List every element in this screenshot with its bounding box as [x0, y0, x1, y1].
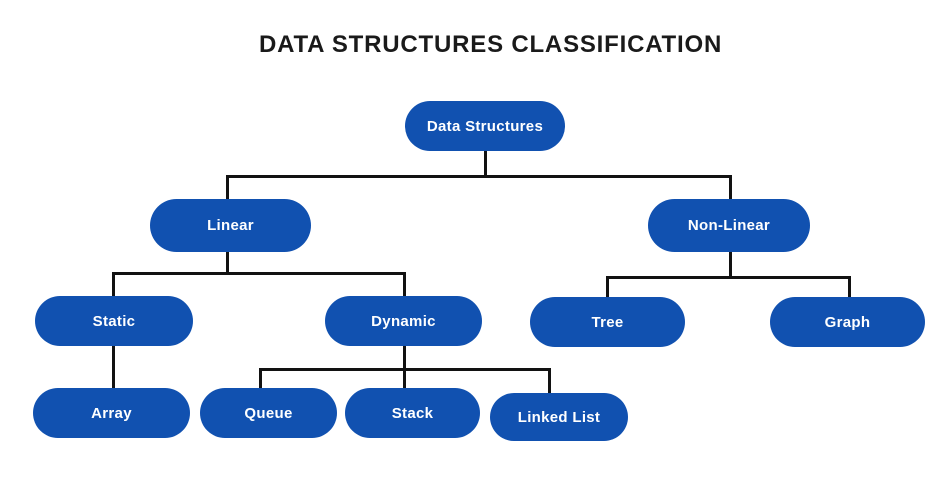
connector-static-to-array: [112, 346, 115, 390]
node-linear: Linear: [150, 199, 311, 252]
node-data-structures: Data Structures: [405, 101, 565, 151]
node-dynamic: Dynamic: [325, 296, 482, 346]
connector-nonlinear-stub: [729, 251, 732, 279]
node-tree: Tree: [530, 297, 685, 347]
connector-level1-bar: [226, 175, 732, 178]
node-array: Array: [33, 388, 190, 438]
node-queue: Queue: [200, 388, 337, 438]
connector-stack-drop: [403, 368, 406, 391]
node-graph: Graph: [770, 297, 925, 347]
connector-nonlinear-drop: [729, 175, 732, 201]
connector-static-drop: [112, 272, 115, 298]
connector-dynamic-stub: [403, 346, 406, 371]
connector-linear-children-bar: [112, 272, 406, 275]
connector-queue-drop: [259, 368, 262, 391]
connector-dynamic-drop: [403, 272, 406, 298]
diagram-title: DATA STRUCTURES CLASSIFICATION: [259, 31, 723, 58]
node-non-linear: Non-Linear: [648, 199, 810, 252]
node-static: Static: [35, 296, 193, 346]
connector-root-stub: [484, 151, 487, 178]
connector-linear-drop: [226, 175, 229, 201]
node-stack: Stack: [345, 388, 480, 438]
connector-tree-drop: [606, 276, 609, 300]
connector-linear-stub: [226, 251, 229, 275]
node-linked-list: Linked List: [490, 393, 628, 441]
connector-nonlinear-children-bar: [606, 276, 851, 279]
connector-graph-drop: [848, 276, 851, 300]
connector-linkedlist-drop: [548, 368, 551, 396]
